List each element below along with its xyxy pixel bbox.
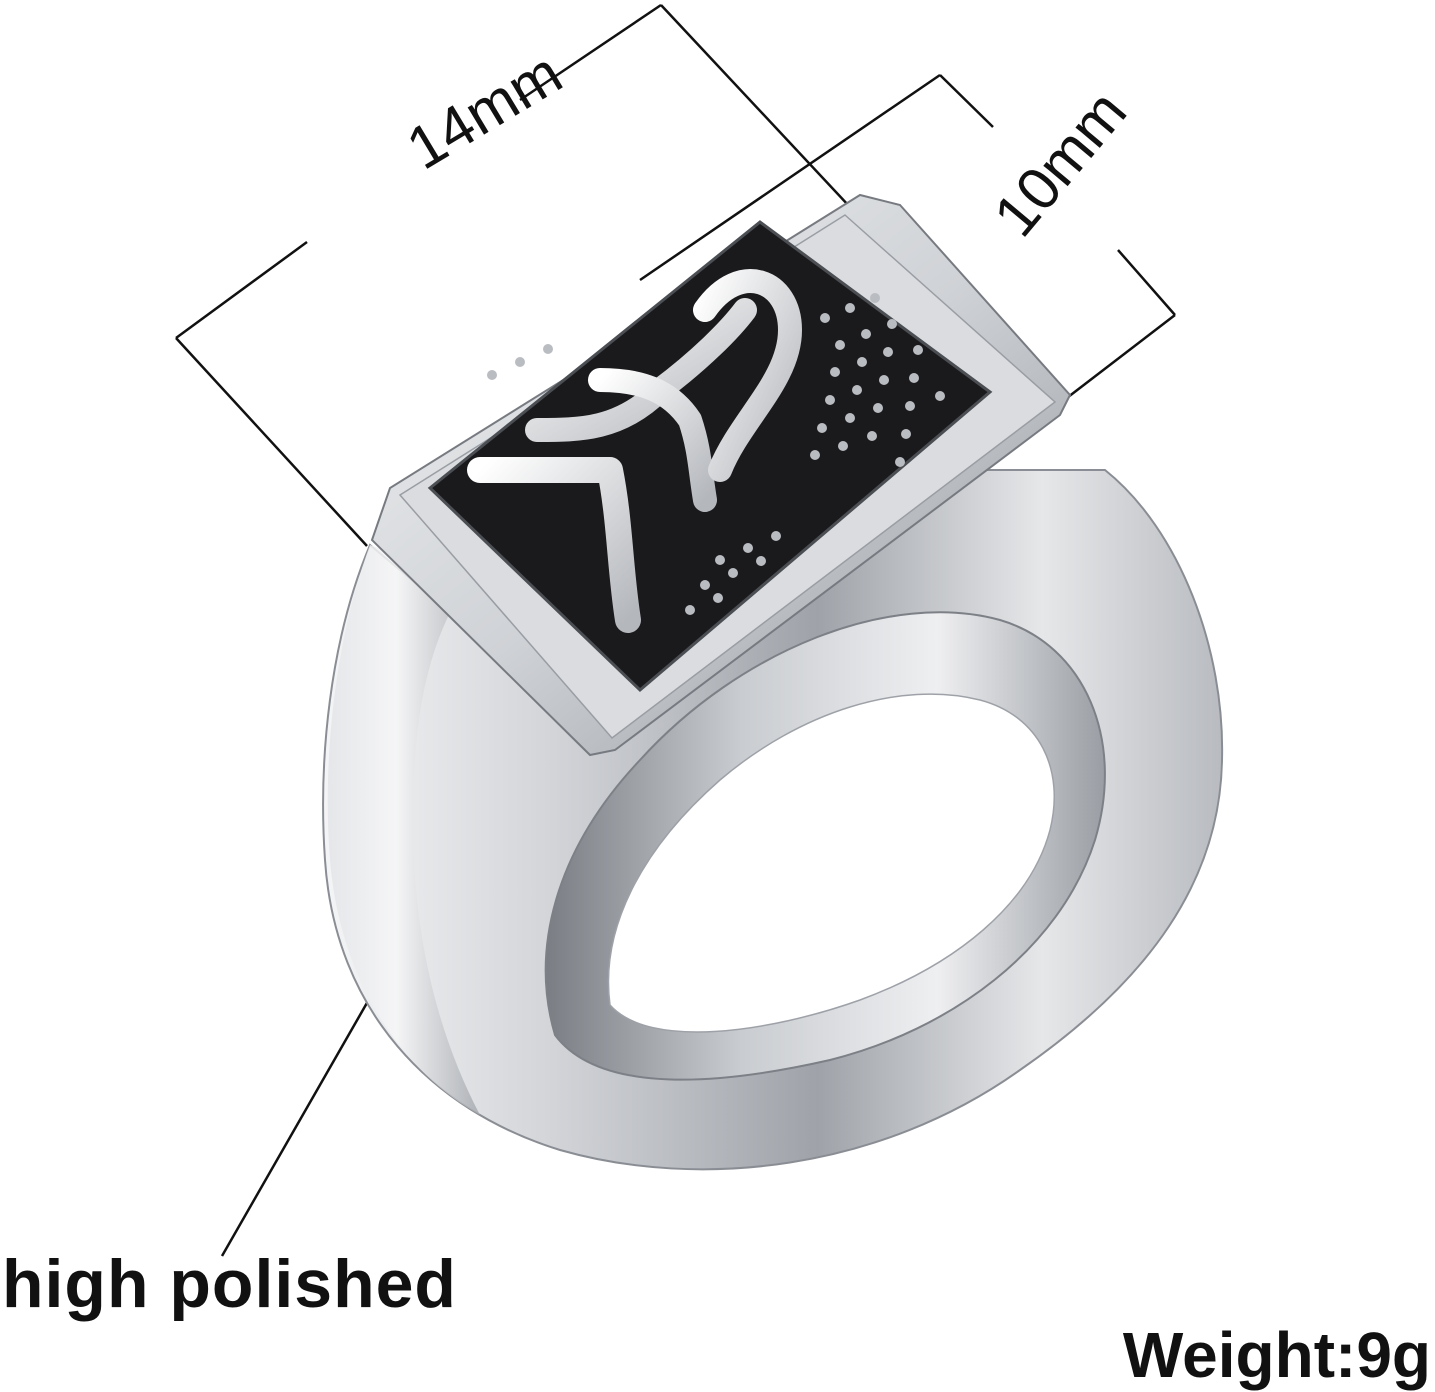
signet-plate (370, 193, 1072, 757)
virgo-symbol (467, 269, 802, 633)
finish-label: high polished (2, 1246, 457, 1322)
weight-label: Weight:9g (1122, 1319, 1431, 1391)
dot-texture (487, 293, 945, 615)
ring-band (322, 469, 1224, 1171)
